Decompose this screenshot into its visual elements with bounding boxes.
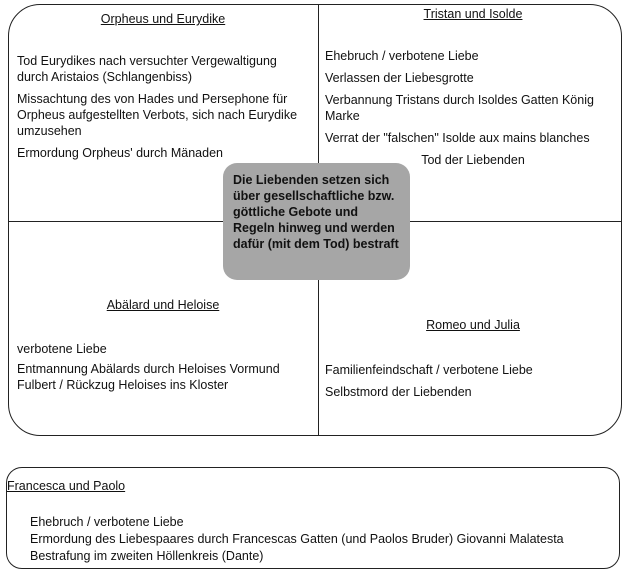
quadrant-title: Orpheus und Eurydike bbox=[100, 12, 226, 26]
quadrant-title: Romeo und Julia bbox=[426, 318, 520, 332]
quadrant-item: Verbannung Tristans durch Isoldes Gatten… bbox=[325, 93, 594, 123]
quadrant-item: Entmannung Abälards durch Heloises Vormu… bbox=[17, 362, 280, 392]
quadrant-title: Abälard und Heloise bbox=[106, 298, 220, 312]
quadrant-item: Missachtung des von Hades und Persephone… bbox=[17, 92, 298, 138]
box-item-list: Ehebruch / verbotene Liebe Ermordung des… bbox=[30, 514, 564, 565]
quadrant-abaelard-heloise: Abälard und Heloise verbotene Liebe Entm… bbox=[17, 297, 309, 397]
francesca-paolo-box: Francesca und Paolo Ehebruch / verbotene… bbox=[6, 467, 620, 569]
quadrant-item: Ermordung Orpheus' durch Mänaden bbox=[17, 146, 223, 160]
quadrant-item: Verlassen der Liebesgrotte bbox=[325, 71, 474, 85]
box-title: Francesca und Paolo bbox=[7, 479, 126, 493]
quadrant-diagram: Orpheus und Eurydike Tod Eurydikes nach … bbox=[8, 4, 622, 436]
quadrant-item: Verrat der "falschen" Isolde aux mains b… bbox=[325, 131, 590, 145]
quadrant-romeo-julia: Romeo und Julia Familienfeindschaft / ve… bbox=[325, 317, 621, 406]
quadrant-item: verbotene Liebe bbox=[17, 342, 107, 356]
quadrant-item: Familienfeindschaft / verbotene Liebe bbox=[325, 363, 533, 377]
quadrant-item: Tod Eurydikes nach versuchter Vergewalti… bbox=[17, 54, 277, 84]
quadrant-item: Tod der Liebenden bbox=[421, 153, 525, 167]
box-item: Ermordung des Liebespaares durch Frances… bbox=[30, 532, 564, 546]
box-item: Bestrafung im zweiten Höllenkreis (Dante… bbox=[30, 549, 264, 563]
box-item: Ehebruch / verbotene Liebe bbox=[30, 515, 184, 529]
central-theme-box: Die Liebenden setzen sich über gesellsch… bbox=[223, 163, 410, 280]
quadrant-item: Ehebruch / verbotene Liebe bbox=[325, 49, 479, 63]
quadrant-orpheus-eurydike: Orpheus und Eurydike Tod Eurydikes nach … bbox=[17, 11, 309, 167]
quadrant-title: Tristan und Isolde bbox=[423, 7, 523, 21]
quadrant-tristan-isolde: Tristan und Isolde Ehebruch / verbotene … bbox=[325, 6, 621, 174]
quadrant-item: Selbstmord der Liebenden bbox=[325, 385, 472, 399]
